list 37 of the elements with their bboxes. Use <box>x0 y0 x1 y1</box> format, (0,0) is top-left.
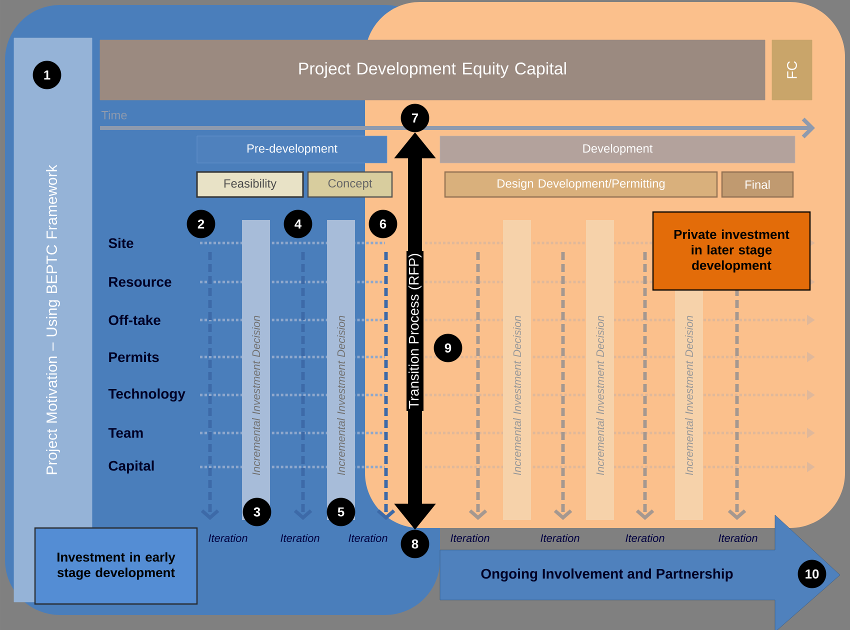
callout-number: 10 <box>798 560 826 588</box>
stage-box: Final <box>721 171 794 198</box>
decision-bar: Incremental Investment Decision <box>503 220 531 520</box>
callout-number: 2 <box>186 210 216 238</box>
iteration-label: Iteration <box>280 534 320 542</box>
callout-number: 8 <box>400 530 430 558</box>
callout-box: Private investment in later stage development <box>652 211 811 291</box>
stage-box: Concept <box>307 171 393 198</box>
row-label: Technology <box>108 388 186 402</box>
iteration-label: Iteration <box>626 534 664 542</box>
row-label: Capital <box>108 460 154 474</box>
row-label: Permits <box>109 352 159 362</box>
edge-label: Transition Process (RFP) <box>406 250 424 412</box>
row-label: Site <box>108 238 134 248</box>
stage-box: Feasibility <box>196 171 304 198</box>
stage-box: Design Development/Permitting <box>444 171 718 198</box>
banner: Project Development Equity Capital <box>100 40 766 100</box>
callout-number: 3 <box>242 498 272 526</box>
callout-number: 1 <box>32 60 62 90</box>
callout-number: 5 <box>326 498 356 526</box>
row-label: Resource <box>109 277 172 287</box>
iteration-label: Iteration <box>450 534 490 542</box>
row-label: Team <box>108 428 143 438</box>
iteration-label: Iteration <box>718 534 758 542</box>
iteration-label: Iteration <box>208 534 248 542</box>
callout-number: 6 <box>368 210 398 238</box>
iteration-label: Iteration <box>348 534 388 542</box>
phase-box: Pre-development <box>196 136 388 164</box>
callout-number: 4 <box>284 210 312 238</box>
phase-box: Development <box>440 136 796 164</box>
callout-number: 9 <box>434 334 462 362</box>
banner-tab: FC <box>772 40 812 100</box>
row-label: Off-take <box>108 314 160 326</box>
callout-box: Investment in early stage development <box>34 527 198 605</box>
decision-bar: Incremental Investment Decision <box>586 220 614 520</box>
iteration-label: Iteration <box>540 534 580 542</box>
callout-number: 7 <box>400 104 430 132</box>
